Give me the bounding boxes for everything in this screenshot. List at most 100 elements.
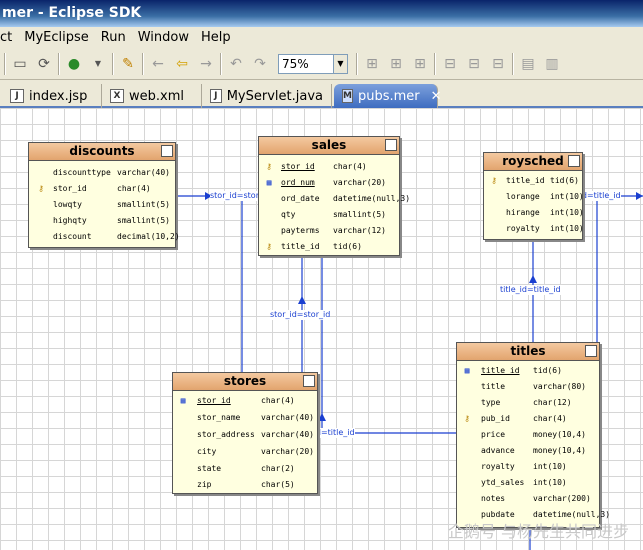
table-title: sales — [311, 138, 347, 152]
relation-label: title_id=title_id — [560, 191, 621, 201]
table-title: stores — [223, 374, 267, 388]
align-left-icon[interactable]: ⊞ — [366, 55, 378, 72]
tab-label: MyServlet.java — [226, 88, 323, 104]
zoom-select[interactable]: 75% ▼ — [278, 53, 348, 74]
field-type: varchar(40) — [261, 413, 314, 422]
field-name: state — [197, 464, 222, 473]
forward-icon[interactable]: → — [200, 55, 212, 72]
field-type: int(10) — [550, 224, 584, 233]
field-name: stor_name — [197, 413, 241, 422]
field-type: int(10) — [550, 192, 584, 201]
edit-icon[interactable]: ✎ — [122, 55, 134, 72]
arrow-icon — [529, 275, 537, 283]
menu-project[interactable]: ct — [0, 30, 13, 45]
watermark: 企鹅号 与杨先生共同进步 — [447, 522, 629, 541]
foreign-key-icon: ⚷ — [266, 242, 272, 251]
field-name: qty — [281, 210, 296, 219]
field-name: title_id — [481, 366, 520, 375]
minimize-icon[interactable] — [568, 155, 580, 167]
table-header[interactable]: titles — [457, 343, 599, 361]
run-icon[interactable]: ● — [67, 55, 81, 72]
menu-help[interactable]: Help — [200, 30, 231, 45]
minimize-icon[interactable] — [385, 139, 397, 151]
table-header[interactable]: stores — [173, 373, 317, 391]
tab-myservlet-java[interactable]: J MyServlet.java — [202, 84, 332, 108]
diagram-canvas[interactable]: stor_id=stor_id stor_id=stor_id title_id… — [0, 108, 643, 550]
align-middle-icon[interactable]: ⊟ — [468, 55, 480, 72]
table-header[interactable]: discounts — [29, 143, 175, 161]
redo-icon[interactable]: ↷ — [254, 55, 266, 72]
toolbar-separator — [142, 52, 144, 75]
table-header[interactable]: sales — [259, 137, 399, 155]
back-icon[interactable]: ← — [152, 55, 164, 72]
tab-index-jsp[interactable]: J index.jsp — [2, 84, 102, 108]
field-name: lorange — [506, 192, 540, 201]
field-type: varchar(200) — [533, 494, 591, 503]
align-bottom-icon[interactable]: ⊟ — [492, 55, 504, 72]
tab-pubs-mer[interactable]: M pubs.mer ✕ — [334, 84, 442, 108]
menu-run[interactable]: Run — [100, 30, 126, 45]
toolbar-separator — [512, 52, 514, 75]
menu-myeclipse[interactable]: MyEclipse — [24, 30, 89, 45]
jsp-file-icon: J — [10, 89, 24, 103]
align-center-icon[interactable]: ⊞ — [390, 55, 402, 72]
prev-icon[interactable]: ⇦ — [176, 55, 188, 72]
field-type: varchar(12) — [333, 226, 386, 235]
field-type: char(4) — [533, 414, 567, 423]
field-name: discounttype — [53, 168, 111, 177]
relation-label: stor_id=stor_id — [210, 191, 271, 201]
field-type: char(4) — [261, 396, 295, 405]
field-type: datetime(null,3) — [533, 510, 611, 519]
field-type: varchar(20) — [333, 178, 386, 187]
minimize-icon[interactable] — [161, 145, 173, 157]
match-height-icon[interactable]: ▥ — [545, 55, 559, 72]
arrow-icon — [636, 192, 643, 200]
toolbar-separator — [434, 52, 436, 75]
dropdown-icon[interactable]: ▼ — [94, 59, 102, 68]
field-type: smallint(5) — [333, 210, 386, 219]
align-right-icon[interactable]: ⊞ — [414, 55, 426, 72]
table-title: titles — [510, 344, 546, 358]
field-type: smallint(5) — [117, 216, 170, 225]
table-stores[interactable]: stores ▦ stor_id char(4) stor_name varchar(… — [172, 372, 318, 494]
refresh-icon[interactable]: ⟳ — [38, 55, 50, 72]
field-name: notes — [481, 494, 506, 503]
match-width-icon[interactable]: ▤ — [521, 55, 535, 72]
foreign-key-icon: ⚷ — [491, 176, 497, 185]
align-top-icon[interactable]: ⊟ — [444, 55, 456, 72]
minimize-icon[interactable] — [585, 345, 597, 357]
field-type: money(10,4) — [533, 430, 586, 439]
toolbar-separator — [112, 52, 114, 75]
toolbar: ▭ ⟳ ● ▼ ✎ ← ⇦ → ↶ ↷ 75% ▼ ⊞ ⊞ ⊞ ⊟ ⊟ ⊟ ▤ … — [0, 48, 643, 80]
table-header[interactable]: roysched — [484, 153, 582, 171]
menu-window[interactable]: Window — [137, 30, 189, 45]
toolbar-separator — [356, 52, 358, 75]
field-name: advance — [481, 446, 515, 455]
undo-icon[interactable]: ↶ — [230, 55, 242, 72]
arrow-icon — [298, 296, 306, 304]
xml-file-icon: X — [110, 89, 124, 103]
field-type: char(12) — [533, 398, 572, 407]
close-icon[interactable]: ✕ — [430, 88, 442, 104]
field-type: int(10) — [533, 478, 567, 487]
field-type: int(10) — [550, 208, 584, 217]
primary-key-icon: ▦ — [180, 396, 186, 405]
foreign-key-icon: ⚷ — [464, 414, 470, 423]
primary-key-icon: ▦ — [464, 366, 470, 375]
zoom-value: 75% — [282, 56, 309, 71]
arrow-icon — [318, 413, 326, 421]
field-name: stor_id — [197, 396, 231, 405]
tab-web-xml[interactable]: X web.xml — [102, 84, 202, 108]
minimize-icon[interactable] — [303, 375, 315, 387]
mer-file-icon: M — [342, 89, 353, 103]
field-type: char(4) — [333, 162, 367, 171]
chevron-down-icon[interactable]: ▼ — [333, 54, 347, 73]
field-type: varchar(20) — [261, 447, 314, 456]
editor-tabs: J index.jsp X web.xml J MyServlet.java M… — [0, 80, 643, 108]
field-name: stor_id — [53, 184, 87, 193]
open-icon[interactable]: ▭ — [13, 55, 27, 72]
